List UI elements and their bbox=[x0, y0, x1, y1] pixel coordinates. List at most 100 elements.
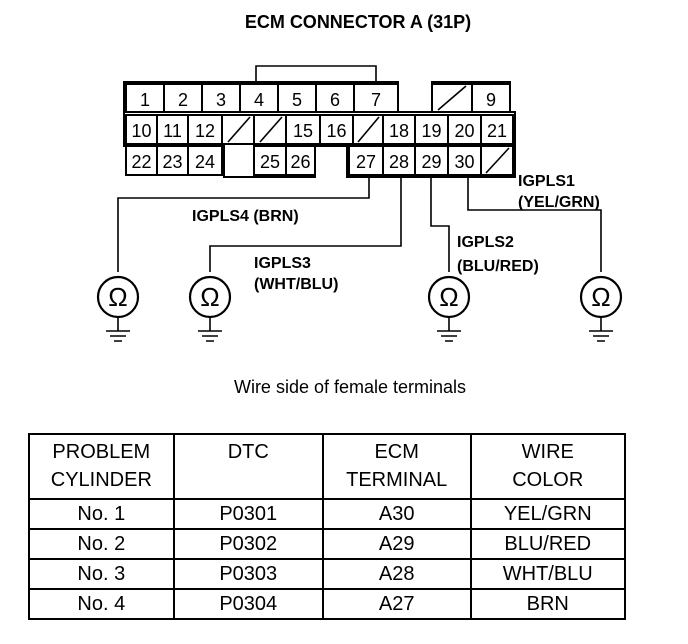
svg-text:18: 18 bbox=[389, 121, 409, 141]
igpls2-name: IGPLS2 bbox=[457, 234, 514, 251]
terminal-18: 18 bbox=[382, 114, 416, 145]
svg-text:23: 23 bbox=[162, 152, 182, 172]
terminal-29: 29 bbox=[414, 145, 449, 176]
terminal-17-unused bbox=[352, 114, 384, 145]
terminal-27: 27 bbox=[348, 145, 384, 176]
terminal-20: 20 bbox=[447, 114, 482, 145]
diagram-title: ECM CONNECTOR A (31P) bbox=[245, 12, 471, 32]
terminal-3: 3 bbox=[201, 83, 241, 113]
header-wire-color: WIRE COLOR bbox=[469, 433, 626, 500]
svg-text:15: 15 bbox=[293, 121, 313, 141]
connector-row-3: 22 23 24 25 26 27 28 29 30 bbox=[125, 145, 514, 176]
cell-cylinder: No. 4 bbox=[28, 588, 175, 620]
wire-igpls1 bbox=[467, 177, 602, 272]
svg-text:24: 24 bbox=[195, 152, 215, 172]
cell-wire-color: YEL/GRN bbox=[469, 498, 626, 530]
table-row: No. 1 P0301 A30 YEL/GRN bbox=[28, 498, 626, 530]
cell-cylinder: No. 3 bbox=[28, 558, 175, 590]
header-ecm-terminal: ECM TERMINAL bbox=[321, 433, 472, 500]
terminal-7: 7 bbox=[353, 83, 399, 113]
svg-text:26: 26 bbox=[290, 152, 310, 172]
svg-text:21: 21 bbox=[487, 121, 507, 141]
table-header-row: PROBLEM CYLINDER DTC ECM TERMINAL WIRE C… bbox=[28, 433, 626, 500]
svg-text:28: 28 bbox=[389, 152, 409, 172]
cell-dtc: P0304 bbox=[172, 588, 324, 620]
svg-text:30: 30 bbox=[454, 152, 474, 172]
terminal-28: 28 bbox=[382, 145, 416, 176]
svg-text:9: 9 bbox=[486, 90, 496, 110]
cell-cylinder: No. 1 bbox=[28, 498, 175, 530]
terminal-8-unused bbox=[431, 83, 473, 113]
dtc-table: PROBLEM CYLINDER DTC ECM TERMINAL WIRE C… bbox=[28, 433, 626, 620]
ohmmeter-igpls2: Ω bbox=[427, 275, 471, 342]
terminal-10: 10 bbox=[125, 114, 158, 145]
terminal-21: 21 bbox=[480, 114, 514, 145]
terminal-4: 4 bbox=[239, 83, 279, 113]
header-dtc: DTC bbox=[172, 433, 324, 500]
terminal-31-unused bbox=[480, 145, 514, 176]
svg-text:Ω: Ω bbox=[108, 282, 127, 312]
ground-icon bbox=[198, 317, 222, 342]
igpls3-color: (WHT/BLU) bbox=[254, 276, 338, 293]
svg-text:Ω: Ω bbox=[591, 282, 610, 312]
igpls1-color: (YEL/GRN) bbox=[518, 194, 600, 211]
svg-text:10: 10 bbox=[131, 121, 151, 141]
connector-diagram: ECM CONNECTOR A (31P) 1 2 3 4 5 6 7 9 10… bbox=[96, 12, 623, 397]
igpls2-color: (BLU/RED) bbox=[457, 258, 539, 275]
connector-row-1: 1 2 3 4 5 6 7 9 bbox=[125, 83, 511, 113]
svg-text:20: 20 bbox=[454, 121, 474, 141]
cell-wire-color: BRN bbox=[469, 588, 626, 620]
cell-wire-color: BLU/RED bbox=[469, 528, 626, 560]
cell-dtc: P0301 bbox=[172, 498, 324, 530]
ground-icon bbox=[589, 317, 613, 342]
svg-text:27: 27 bbox=[356, 152, 376, 172]
igpls3-name: IGPLS3 bbox=[254, 255, 311, 272]
wire-igpls2 bbox=[430, 177, 450, 272]
cell-dtc: P0302 bbox=[172, 528, 324, 560]
terminal-12: 12 bbox=[187, 114, 223, 145]
ohmmeter-igpls3: Ω bbox=[188, 275, 232, 342]
igpls4-label: IGPLS4 (BRN) bbox=[192, 208, 299, 225]
svg-text:5: 5 bbox=[292, 90, 302, 110]
terminal-16: 16 bbox=[319, 114, 354, 145]
terminal-19: 19 bbox=[414, 114, 449, 145]
svg-text:4: 4 bbox=[254, 90, 264, 110]
terminal-26: 26 bbox=[285, 145, 316, 176]
terminal-15: 15 bbox=[285, 114, 321, 145]
terminal-1: 1 bbox=[125, 83, 165, 113]
svg-text:22: 22 bbox=[131, 152, 151, 172]
svg-text:12: 12 bbox=[195, 121, 215, 141]
svg-text:2: 2 bbox=[178, 90, 188, 110]
svg-text:7: 7 bbox=[371, 90, 381, 110]
svg-text:11: 11 bbox=[163, 121, 182, 141]
cell-terminal: A30 bbox=[321, 498, 472, 530]
cell-terminal: A29 bbox=[321, 528, 472, 560]
svg-text:1: 1 bbox=[140, 90, 150, 110]
terminal-14-unused bbox=[253, 114, 287, 145]
cell-terminal: A27 bbox=[321, 588, 472, 620]
cell-terminal: A28 bbox=[321, 558, 472, 590]
terminal-2: 2 bbox=[163, 83, 203, 113]
svg-text:6: 6 bbox=[330, 90, 340, 110]
wire-igpls3 bbox=[209, 177, 402, 272]
igpls1-name: IGPLS1 bbox=[518, 173, 575, 190]
svg-text:25: 25 bbox=[260, 152, 280, 172]
cell-dtc: P0303 bbox=[172, 558, 324, 590]
terminal-23: 23 bbox=[156, 145, 189, 176]
table-row: No. 4 P0304 A27 BRN bbox=[28, 588, 626, 620]
ground-icon bbox=[437, 317, 461, 342]
cell-wire-color: WHT/BLU bbox=[469, 558, 626, 590]
svg-text:16: 16 bbox=[326, 121, 346, 141]
svg-text:Ω: Ω bbox=[200, 282, 219, 312]
terminal-5: 5 bbox=[277, 83, 317, 113]
ohmmeter-igpls1: Ω bbox=[579, 275, 623, 342]
terminal-9: 9 bbox=[471, 83, 511, 113]
diagram-caption: Wire side of female terminals bbox=[234, 377, 466, 397]
terminal-11: 11 bbox=[156, 114, 189, 145]
header-problem-cylinder: PROBLEM CYLINDER bbox=[28, 433, 175, 500]
terminal-24: 24 bbox=[187, 145, 223, 176]
ground-icon bbox=[106, 317, 130, 342]
svg-text:3: 3 bbox=[216, 90, 226, 110]
connector-latch bbox=[255, 65, 377, 82]
terminal-30: 30 bbox=[447, 145, 482, 176]
